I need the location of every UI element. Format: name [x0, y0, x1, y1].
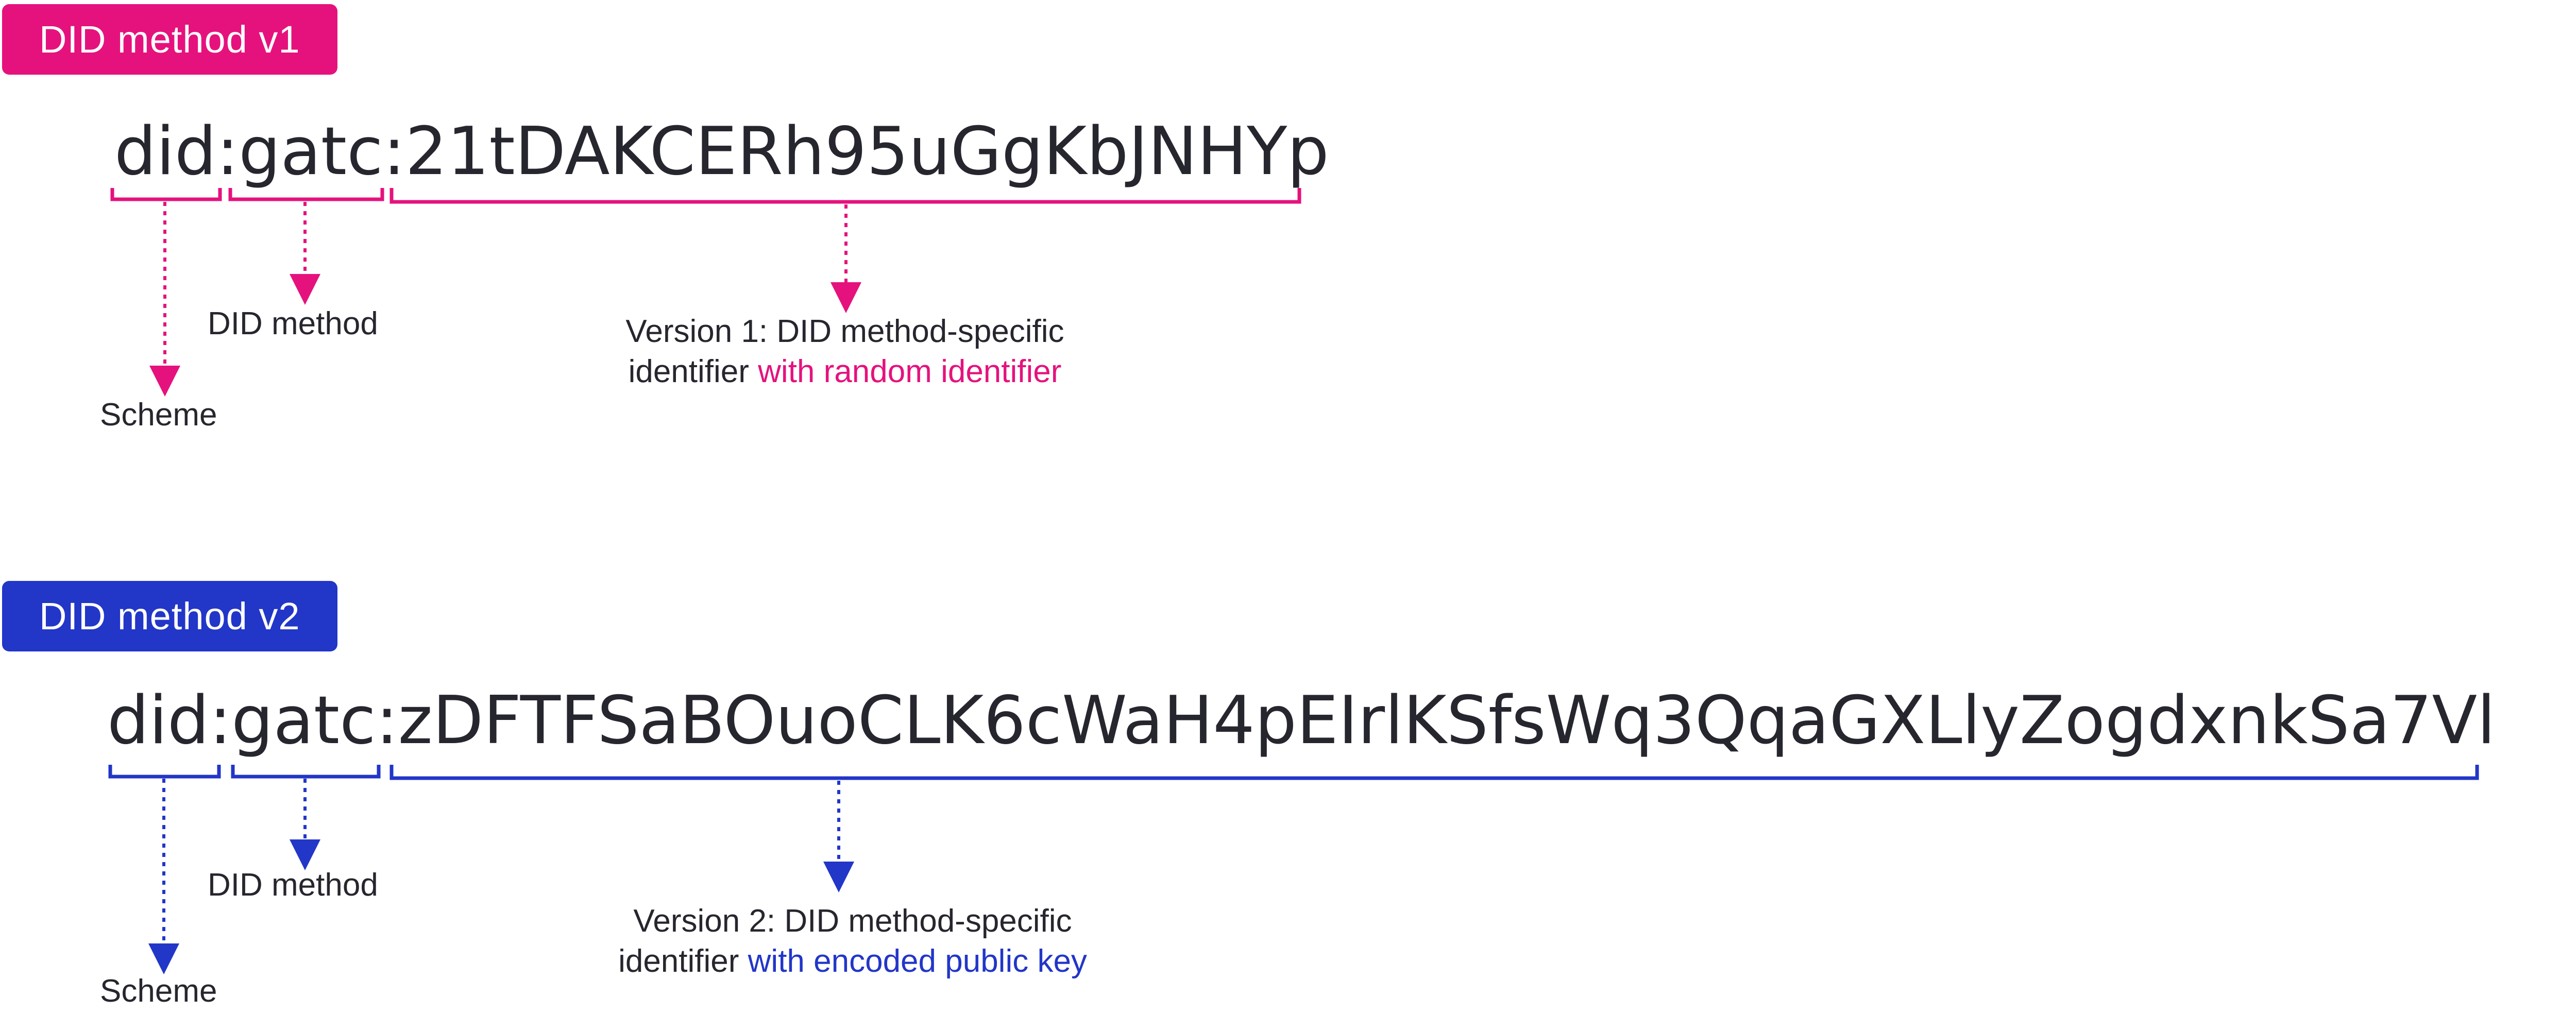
identifier-bracket-v2 [389, 765, 2479, 780]
did-method-part: gatc: [231, 682, 398, 759]
v2-annotation-diagram [108, 765, 2479, 974]
label-identifier-v2-accent: with encoded public key [748, 943, 1087, 979]
did-string-v2: did:gatc:zDFTFSaBOuoCLK6cWaH4pEIrlKSfsWq… [107, 675, 2496, 767]
label-scheme-v2: Scheme [100, 973, 217, 1009]
scheme-bracket-v2 [108, 765, 221, 779]
did-method-v1-section: DID method v1 did:gatc:21tDAKCERh95uGgKb… [0, 0, 2576, 515]
label-identifier-v1-line2: identifier with random identifier [572, 352, 1118, 392]
did-method-v2-section: DID method v2 did:gatc:zDFTFSaBOuoCLK6cW… [0, 577, 2576, 1031]
label-identifier-v2-line1: Version 2: DID method-specific [633, 903, 1072, 939]
did-identifier-part: zDFTFSaBOuoCLK6cWaH4pEIrlKSfsWq3QqaGXLly… [398, 682, 2496, 759]
label-identifier-v2: Version 2: DID method-specific identifie… [562, 901, 1144, 982]
method-bracket-v1 [228, 188, 384, 201]
did-method-v2-badge: DID method v2 [2, 581, 337, 651]
label-did-method-v1: DID method [208, 306, 378, 341]
identifier-bracket-v1 [389, 188, 1301, 204]
did-scheme-part: did: [107, 682, 232, 759]
v1-annotation-diagram [110, 188, 1301, 397]
label-identifier-v1-plain: identifier [628, 354, 758, 389]
label-scheme-v1: Scheme [100, 397, 217, 433]
label-identifier-v1: Version 1: DID method-specific identifie… [572, 312, 1118, 392]
label-identifier-v2-line2: identifier with encoded public key [562, 941, 1144, 982]
scheme-bracket-v1 [110, 188, 222, 201]
did-string-v1: did:gatc:21tDAKCERh95uGgKbJNHYp [114, 106, 1329, 198]
method-bracket-v2 [231, 765, 381, 779]
label-identifier-v1-line1: Version 1: DID method-specific [625, 314, 1064, 349]
did-method-v1-badge: DID method v1 [2, 4, 337, 75]
label-identifier-v1-accent: with random identifier [758, 354, 1062, 389]
did-scheme-part: did: [114, 113, 239, 190]
did-method-part: gatc: [239, 113, 405, 190]
label-identifier-v2-plain: identifier [618, 943, 748, 979]
did-identifier-part: 21tDAKCERh95uGgKbJNHYp [405, 113, 1329, 190]
label-did-method-v2: DID method [208, 867, 378, 903]
